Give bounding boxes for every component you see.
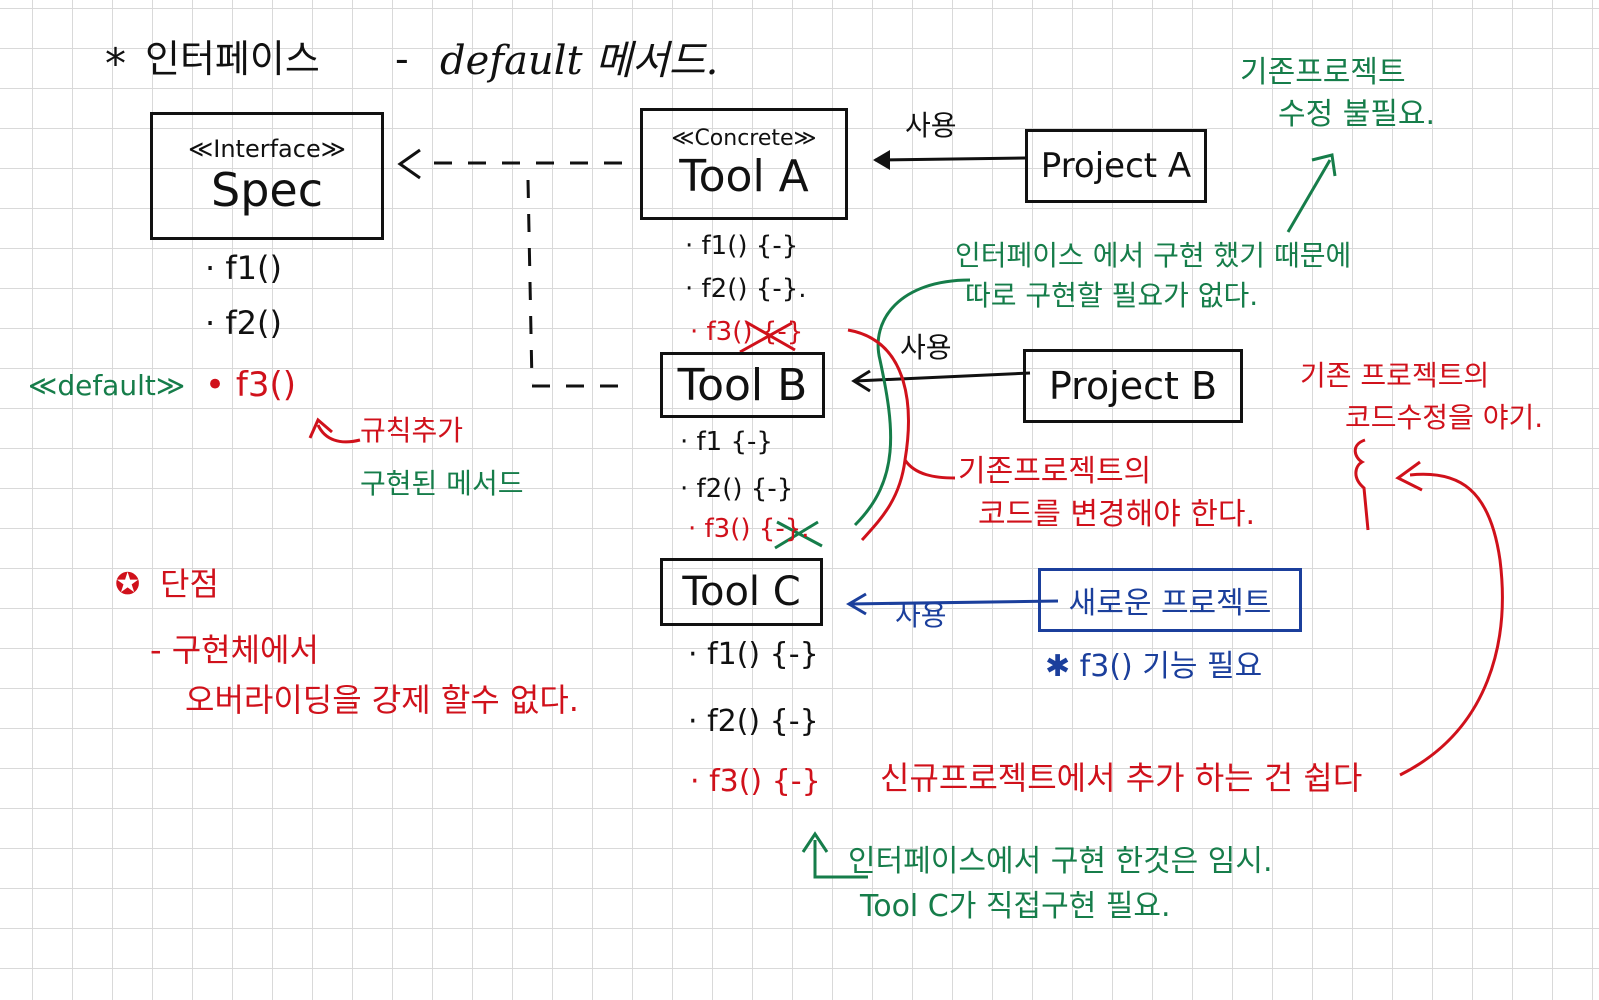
spec-name: Spec [211,163,323,217]
tool-a-stereotype: ≪Concrete≫ [671,126,817,151]
tool-b-name: Tool B [677,359,808,411]
drawback-line2: 오버라이딩을 강제 할수 없다. [185,681,579,719]
strike-tool-a-f3 [739,320,796,354]
tool-a-name: Tool A [679,151,809,202]
note-cause-line1: 기존 프로젝트의 [1300,359,1490,392]
spec-default-tag: ≪default≫ [28,369,186,402]
project-a-name: Project A [1040,146,1192,186]
red-small-bracket [1353,438,1370,531]
tool-c-name: Tool C [682,569,801,615]
use-arrow-new [849,599,1059,606]
red-brace [847,328,910,542]
realize-arrowhead [397,148,421,180]
title-star: * [105,39,126,88]
green-up-arrowhead [1311,153,1337,177]
green-up-arrow [1286,159,1332,233]
spec-method-f3-default: • f3() [205,365,296,405]
use-arrow-a [874,156,1026,162]
new-project-need: ✱ f3() 기능 필요 [1045,649,1263,684]
note-easy: 신규프로젝트에서 추가 하는 건 쉽다 [880,759,1363,797]
spec-method-f2: · f2() [205,304,282,342]
tool-a-box: ≪Concrete≫ Tool A [640,108,848,220]
use-label-a: 사용 [905,109,957,142]
green-brace [853,278,971,527]
note-temporary-line1: 인터페이스에서 구현 한것은 임시. [848,844,1273,879]
project-b-box: Project B [1023,349,1243,423]
title-dash: - [395,37,409,81]
note-must-change-line1: 기존프로젝트의 [958,454,1152,489]
realize-line-vertical [526,179,534,385]
note-no-need-line1: 인터페이스 에서 구현 했기 때문에 [955,239,1352,272]
red-brace-pointer [903,459,956,480]
tool-b-method-f1: · f1 {-} [680,427,773,457]
green-temp-arrow [813,840,868,879]
tool-b-method-f3: · f3() {-}. [688,514,810,544]
project-a-box: Project A [1025,129,1207,203]
tool-a-method-f3: · f3() {-} [690,317,804,347]
drawback-title: 단점 [160,565,219,603]
title-sub: default 메서드. [440,38,719,84]
tool-c-method-f3: · f3() {-} [690,764,821,799]
note-temporary-line2: Tool C가 직접구현 필요. [860,889,1171,924]
note-no-need-line2: 따로 구현할 필요가 없다. [965,279,1259,312]
tool-a-method-f1: · f1() {-} [685,231,799,261]
green-temp-arrowhead [801,831,829,853]
spec-interface-box: ≪Interface≫ Spec [150,112,384,240]
tool-c-box: Tool C [660,558,823,626]
drawback-line1: - 구현체에서 [150,631,319,669]
drawback-star-icon: ✪ [115,567,141,602]
note-cause-line2: 코드수정을 야기. [1345,401,1544,434]
tool-b-method-f2: · f2() {-} [680,474,794,504]
use-arrowhead-a [873,150,890,170]
use-arrowhead-new [846,592,867,616]
spec-method-f1: · f1() [205,249,282,287]
red-long-arrowhead [1395,460,1423,492]
tool-c-method-f2: · f2() {-} [688,704,819,739]
tool-b-box: Tool B [660,352,825,418]
red-rule-arrowhead [308,417,333,439]
spec-stereotype: ≪Interface≫ [188,135,346,163]
note-must-change-line2: 코드를 변경해야 한다. [978,497,1256,532]
note-rule-added: 규칙추가 [360,414,464,447]
red-long-curve [1399,472,1504,777]
tool-c-method-f1: · f1() {-} [688,637,819,672]
note-implemented-method: 구현된 메서드 [360,467,524,500]
use-arrowhead-b [851,369,871,393]
note-no-modify-line2: 수정 불필요. [1278,97,1436,132]
red-rule-arrow [316,424,361,444]
strike-tool-b-f3 [774,520,823,550]
title-main: 인터페이스 [145,37,320,81]
use-label-new: 사용 [895,599,947,632]
new-project-name: 새로운 프로젝트 [1068,586,1272,621]
tool-a-method-f2: · f2() {-}. [685,274,807,304]
new-project-box: 새로운 프로젝트 [1038,568,1302,632]
project-b-name: Project B [1048,364,1218,408]
use-label-b: 사용 [900,331,952,364]
use-arrow-b [854,371,1031,383]
note-no-modify-line1: 기존프로젝트 [1240,55,1406,90]
